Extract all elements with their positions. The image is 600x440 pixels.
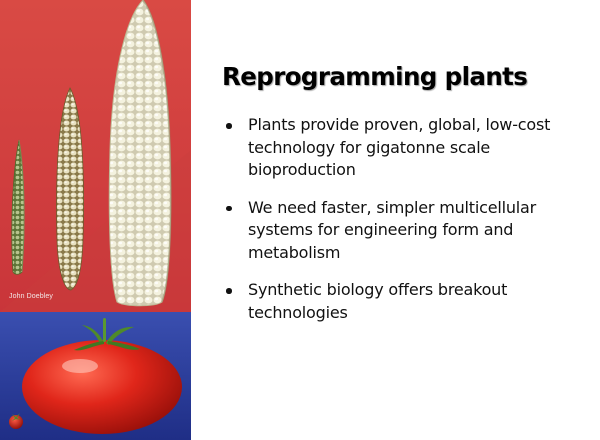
intermediate-corn-ear — [56, 87, 84, 291]
plants-image-panel: John Doebley — [0, 0, 191, 440]
bullet-item: We need faster, simpler multicellular sy… — [222, 197, 582, 265]
large-tomato — [22, 318, 182, 434]
bullet-text: We need faster, simpler multicellular sy… — [248, 197, 536, 262]
bullet-list: Plants provide proven, global, low-cost … — [222, 114, 582, 324]
bullet-dot-icon — [226, 123, 232, 129]
bullet-dot-icon — [226, 288, 232, 294]
bullet-item: Plants provide proven, global, low-cost … — [222, 114, 582, 182]
slide-title: Reprogramming plants — [222, 62, 528, 91]
slide-content: Reprogramming plants Plants provide prov… — [222, 62, 582, 339]
small-tomato — [9, 413, 23, 429]
teosinte-ear — [11, 139, 25, 275]
bullet-item: Synthetic biology offers breakout techno… — [222, 279, 582, 324]
modern-corn-ear — [108, 0, 172, 307]
photo-credit: John Doebley — [9, 293, 54, 300]
corn-and-tomato-illustration — [0, 0, 191, 440]
bullet-text: Synthetic biology offers breakout techno… — [248, 280, 508, 322]
bullet-dot-icon — [226, 205, 232, 211]
bullet-text: Plants provide proven, global, low-cost … — [248, 115, 551, 179]
